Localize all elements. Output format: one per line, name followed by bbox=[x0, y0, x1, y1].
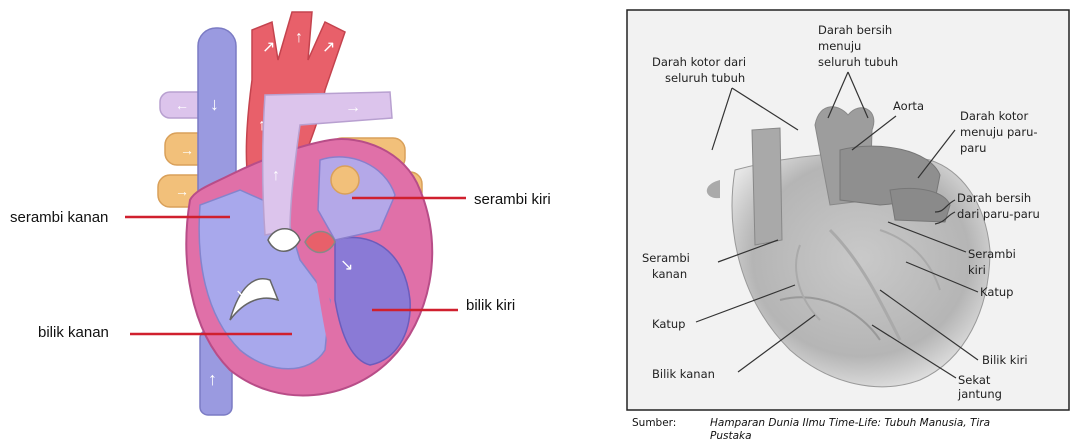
label-katup-right: Katup bbox=[980, 285, 1013, 299]
label-darah-kotor-paru-2: menuju paru- bbox=[960, 125, 1038, 139]
label-darah-bersih-paru-2: dari paru-paru bbox=[957, 207, 1040, 221]
label-darah-kotor-paru-3: paru bbox=[960, 141, 986, 155]
svg-text:↑: ↑ bbox=[295, 29, 303, 46]
svg-text:↗: ↗ bbox=[322, 39, 335, 56]
label-darah-kotor-seluruh-2: seluruh tubuh bbox=[665, 71, 745, 85]
label-serambi-kiri: serambi kiri bbox=[474, 191, 551, 208]
label-bilik-kiri: bilik kiri bbox=[466, 297, 515, 314]
svg-text:↑: ↑ bbox=[272, 167, 280, 184]
label-serambi-kiri-1: Serambi bbox=[968, 247, 1016, 261]
source-prefix: Sumber: bbox=[632, 417, 676, 429]
label-darah-bersih-menuju-3: seluruh tubuh bbox=[818, 55, 898, 69]
left-heart-diagram: ← ← ← → → ↓ ↑ ↗ ↑ ↗ ↑ bbox=[158, 12, 432, 415]
label-darah-kotor-paru-1: Darah kotor bbox=[960, 109, 1028, 123]
label-serambi-kanan: serambi kanan bbox=[10, 209, 108, 226]
label-darah-bersih-menuju-2: menuju bbox=[818, 39, 861, 53]
label-aorta: Aorta bbox=[893, 99, 924, 113]
svg-text:↑: ↑ bbox=[208, 369, 217, 389]
label-darah-bersih-menuju-1: Darah bersih bbox=[818, 23, 892, 37]
svg-text:↓: ↓ bbox=[210, 94, 219, 114]
label-serambi-kiri-2: kiri bbox=[968, 263, 986, 277]
svg-text:→: → bbox=[180, 142, 194, 158]
source-text-1: Hamparan Dunia Ilmu Time-Life: Tubuh Man… bbox=[710, 417, 990, 429]
svg-text:←: ← bbox=[175, 97, 189, 113]
label-serambi-kanan-1: Serambi bbox=[642, 251, 690, 265]
source-text-2: Pustaka bbox=[710, 430, 752, 442]
svg-text:↘: ↘ bbox=[235, 287, 248, 304]
label-sekat-2: jantung bbox=[957, 387, 1002, 401]
label-bilik-kanan-right: Bilik kanan bbox=[652, 367, 715, 381]
label-sekat-1: Sekat bbox=[958, 373, 991, 387]
svg-text:→: → bbox=[345, 99, 361, 116]
svg-text:↘: ↘ bbox=[340, 257, 353, 274]
label-bilik-kiri-right: Bilik kiri bbox=[982, 353, 1028, 367]
label-serambi-kanan-2: kanan bbox=[652, 267, 687, 281]
svg-text:→: → bbox=[175, 183, 189, 199]
label-bilik-kanan: bilik kanan bbox=[38, 324, 109, 341]
label-darah-bersih-paru-1: Darah bersih bbox=[957, 191, 1031, 205]
source-caption: Sumber: Hamparan Dunia Ilmu Time-Life: T… bbox=[632, 417, 990, 442]
svg-text:↗: ↗ bbox=[262, 39, 275, 56]
label-darah-kotor-seluruh-1: Darah kotor dari bbox=[652, 55, 746, 69]
label-katup-left: Katup bbox=[652, 317, 685, 331]
